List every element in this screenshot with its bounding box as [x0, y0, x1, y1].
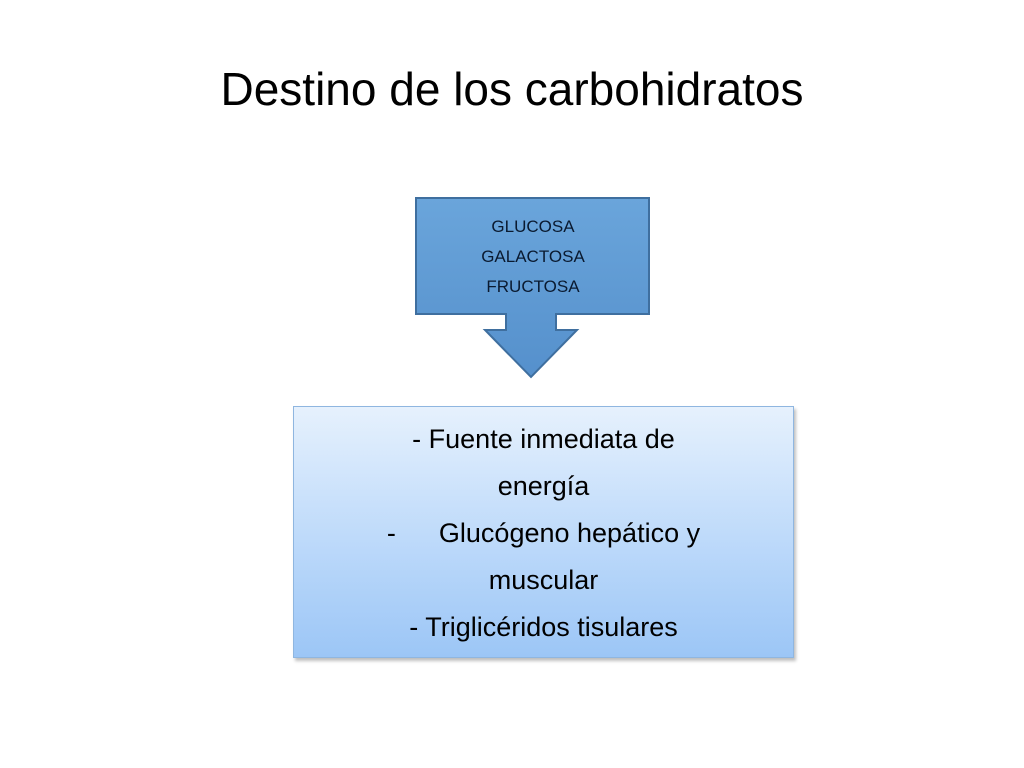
result-line-5: - Triglicéridos tisulares [409, 612, 678, 642]
source-item-glucosa: GLUCOSA [491, 217, 575, 236]
result-line-1: - Fuente inmediata de [412, 424, 675, 454]
source-item-galactosa: GALACTOSA [481, 247, 585, 266]
slide-title: Destino de los carbohidratos [220, 63, 804, 115]
result-line-4: muscular [488, 565, 599, 595]
result-line-2: energía [497, 471, 590, 501]
source-item-fructosa: FRUCTOSA [486, 277, 580, 296]
callout-shape [415, 197, 650, 379]
result-line-3: - Glucógeno hepático y [293, 510, 794, 557]
result-box [293, 406, 794, 658]
down-arrow-callout [415, 197, 650, 379]
result-node-text: - Fuente inmediata de energía - Glucógeno… [293, 416, 794, 651]
result-line-3-text: Glucógeno hepático y [438, 518, 701, 548]
source-node-text: GLUCOSA GALACTOSA FRUCTOSA [416, 212, 650, 302]
result-bullet-dash: - [386, 518, 396, 548]
